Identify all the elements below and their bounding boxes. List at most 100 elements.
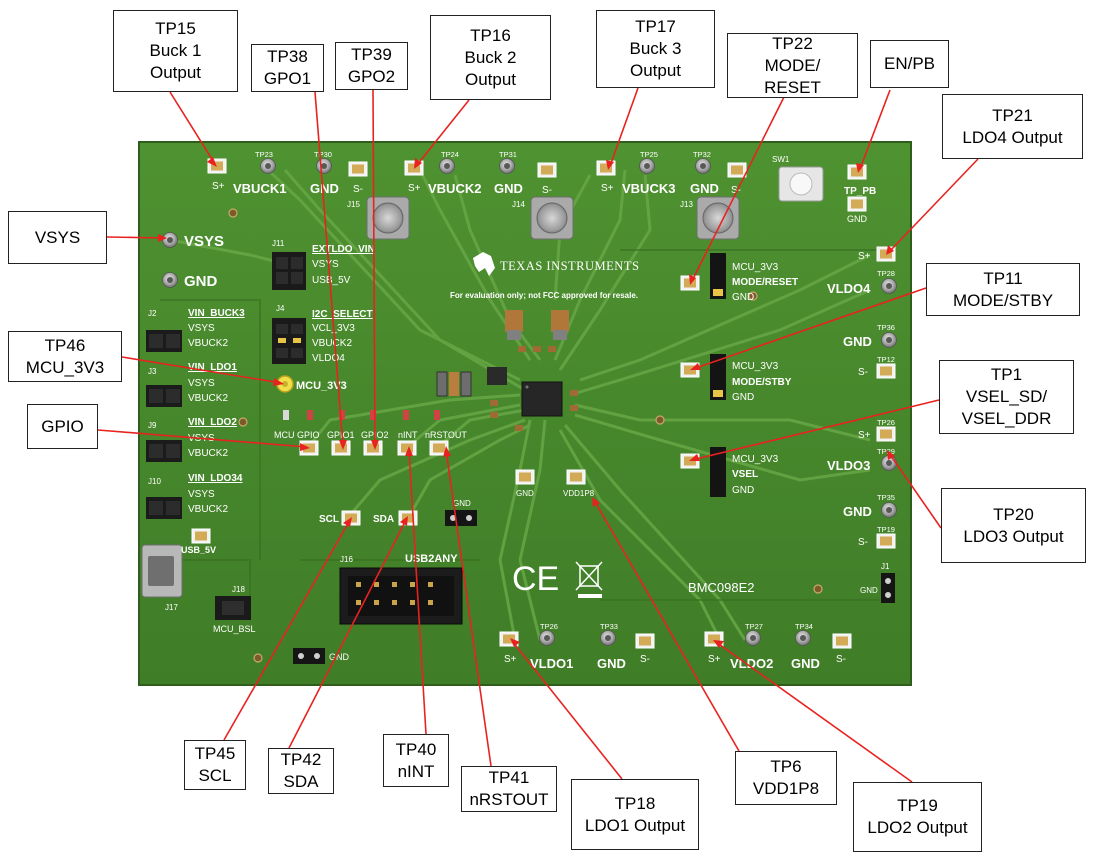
callout-tp11-line1: TP11 xyxy=(983,268,1023,288)
callout-tp38-line1: TP38 xyxy=(267,47,308,66)
led-row xyxy=(283,410,440,420)
callout-tp11-line2: MODE/STBY xyxy=(952,290,1054,310)
leader-tp17 xyxy=(609,87,639,167)
vin-ldo1-vsys: VSYS xyxy=(188,378,215,389)
callout-tp6-line1: TP6 xyxy=(770,757,802,776)
callout-tp17-line2: Buck 3 xyxy=(629,39,682,58)
callout-gpio-line1: GPIO xyxy=(41,416,84,436)
callout-tp41-line2: nRSTOUT xyxy=(469,790,549,809)
callout-tp21-line2: LDO4 Output xyxy=(962,127,1063,147)
right-test-points: S+ TP28 VLDO4 TP36 GND TP12 S- TP26 S+ T… xyxy=(827,246,897,603)
callout-tp16-line2: Buck 2 xyxy=(464,47,517,67)
j2-label: J2 xyxy=(148,309,157,318)
tp46-mcu-3v3: MCU_3V3 xyxy=(276,375,347,393)
vsel-jumper: MCU_3V3 VSEL GND xyxy=(680,447,779,497)
callout-tp15-line3: Output xyxy=(149,63,202,82)
vin-buck3-vbuck2: VBUCK2 xyxy=(188,338,228,349)
mcu-bsl-label: MCU_BSL xyxy=(213,624,256,634)
callout-tp45-line1: TP45 xyxy=(194,744,236,763)
callout-tp40-line1: TP40 xyxy=(395,739,437,759)
callout-tp39-line2: GPO2 xyxy=(347,67,396,86)
mode-reset-label: MODE/RESET xyxy=(732,277,798,288)
mode-reset-jumper: MCU_3V3 MODE/RESET GND xyxy=(680,253,798,303)
vin-ldo2-label: VIN_LDO2 xyxy=(188,417,237,428)
gpio-labels: MCU GPIO GPIO1 GPIO2 nINT nRSTOUT xyxy=(274,430,467,440)
j3-label: J3 xyxy=(148,367,157,376)
callout-tp42-line2: SDA xyxy=(283,772,319,791)
callout-tp15-line1: TP15 xyxy=(155,19,196,38)
callout-tp19: TP19 LDO2 Output xyxy=(853,782,982,852)
vsel-mcu-label: MCU_3V3 xyxy=(732,454,779,465)
vin-ldo34-jumper: J10 VIN_LDO34 VSYS VBUCK2 xyxy=(146,473,243,519)
callout-tp39-line1: TP39 xyxy=(351,45,392,64)
callout-tp1-line1: TP1 xyxy=(990,365,1023,384)
tp6-vdd-label: VDD1P8 xyxy=(563,489,595,498)
gnd-terminal: GND xyxy=(162,272,218,290)
arrow-tp46 xyxy=(273,378,284,386)
tp35-label: TP35 xyxy=(877,493,895,502)
arrow-vsys xyxy=(158,234,167,242)
nint-board-label: nINT xyxy=(398,430,418,440)
leader-lines xyxy=(97,87,979,783)
usb2any-label: USB2ANY xyxy=(405,553,458,565)
callout-tp38: TP38 GPO1 xyxy=(251,44,324,92)
callout-tp22-line1: TP22 xyxy=(772,33,813,53)
scl-board-label: SCL xyxy=(319,514,339,525)
ce-mark: CE xyxy=(512,560,559,598)
callout-tp46-line2: MCU_3V3 xyxy=(25,357,105,377)
buck1-gnd: GND xyxy=(310,181,339,196)
callout-tp15: TP15 Buck 1 Output xyxy=(113,10,238,92)
ldo2-sp: S+ xyxy=(708,654,721,665)
weee-bin-icon xyxy=(575,561,603,591)
tp24-label: TP24 xyxy=(441,150,459,159)
extldo-vin-selector: J11 EXTLDO_VIN VSYS USB_5V xyxy=(272,239,375,290)
ldo2-gnd: GND xyxy=(791,656,820,671)
ti-brand-text: TEXAS INSTRUMENTS xyxy=(500,259,639,273)
j18-label: J18 xyxy=(232,585,245,594)
tp-pb-label: TP_PB xyxy=(844,186,876,197)
mode-stby-jumper: MCU_3V3 MODE/STBY GND xyxy=(680,354,792,403)
passive-components xyxy=(436,310,578,431)
nrstout-board-label: nRSTOUT xyxy=(425,430,467,440)
vin-ldo34-label: VIN_LDO34 xyxy=(188,473,243,484)
extldo-usb5v-label: USB_5V xyxy=(312,275,351,286)
j1-label: J1 xyxy=(881,562,890,571)
callout-tp19-line2: LDO2 Output xyxy=(867,818,968,837)
vsys-board-label: VSYS xyxy=(184,233,224,250)
ldo2-sm: S- xyxy=(836,654,846,665)
callout-tp6: TP6 VDD1P8 xyxy=(735,751,837,805)
callout-tp20-line2: LDO3 Output xyxy=(963,526,1064,546)
tp26b-label: TP26 xyxy=(540,622,558,631)
i2c-vldo4-label: VLDO4 xyxy=(312,353,345,364)
compliance-marks: CE xyxy=(512,560,603,598)
callout-tp46: TP46 MCU_3V3 xyxy=(8,331,122,382)
arrow-tp40 xyxy=(405,446,413,456)
vin-ldo34-vsys: VSYS xyxy=(188,489,215,500)
ldo3-sp: S+ xyxy=(858,430,871,441)
arrow-tp16 xyxy=(414,158,422,169)
ldo1-sp: S+ xyxy=(504,654,517,665)
scl-sda-pads: SCL SDA xyxy=(319,510,418,526)
buck2-sp: S+ xyxy=(408,183,421,194)
leader-tp15 xyxy=(169,91,216,165)
mcu-gpio-label: MCU GPIO xyxy=(274,430,320,440)
vin-ldo1-vbuck2: VBUCK2 xyxy=(188,393,228,404)
callout-tp16: TP16 Buck 2 Output xyxy=(430,15,551,100)
vin-buck3-vsys: VSYS xyxy=(188,323,215,334)
callout-tp16-line3: Output xyxy=(464,69,517,89)
tp32-label: TP32 xyxy=(693,150,711,159)
callout-enpb: EN/PB xyxy=(870,40,949,88)
arrow-tp11 xyxy=(690,363,701,370)
pcb-traces xyxy=(169,168,871,641)
mcu-3v3-board-label: MCU_3V3 xyxy=(296,380,347,392)
leader-tp18 xyxy=(511,640,623,780)
vin-ldo1-label: VIN_LDO1 xyxy=(188,362,237,373)
arrow-tp19 xyxy=(713,640,724,648)
vin-ldo1-jumper: J3 VIN_LDO1 VSYS VBUCK2 xyxy=(146,362,237,407)
arrow-enpb xyxy=(856,163,864,173)
mode-reset-mcu-label: MCU_3V3 xyxy=(732,262,779,273)
buck1-sp: S+ xyxy=(212,181,225,192)
tp13-tp6-pads: GND VDD1P8 xyxy=(515,469,595,498)
arrow-tp15 xyxy=(207,157,217,167)
leader-tp42 xyxy=(288,519,407,749)
